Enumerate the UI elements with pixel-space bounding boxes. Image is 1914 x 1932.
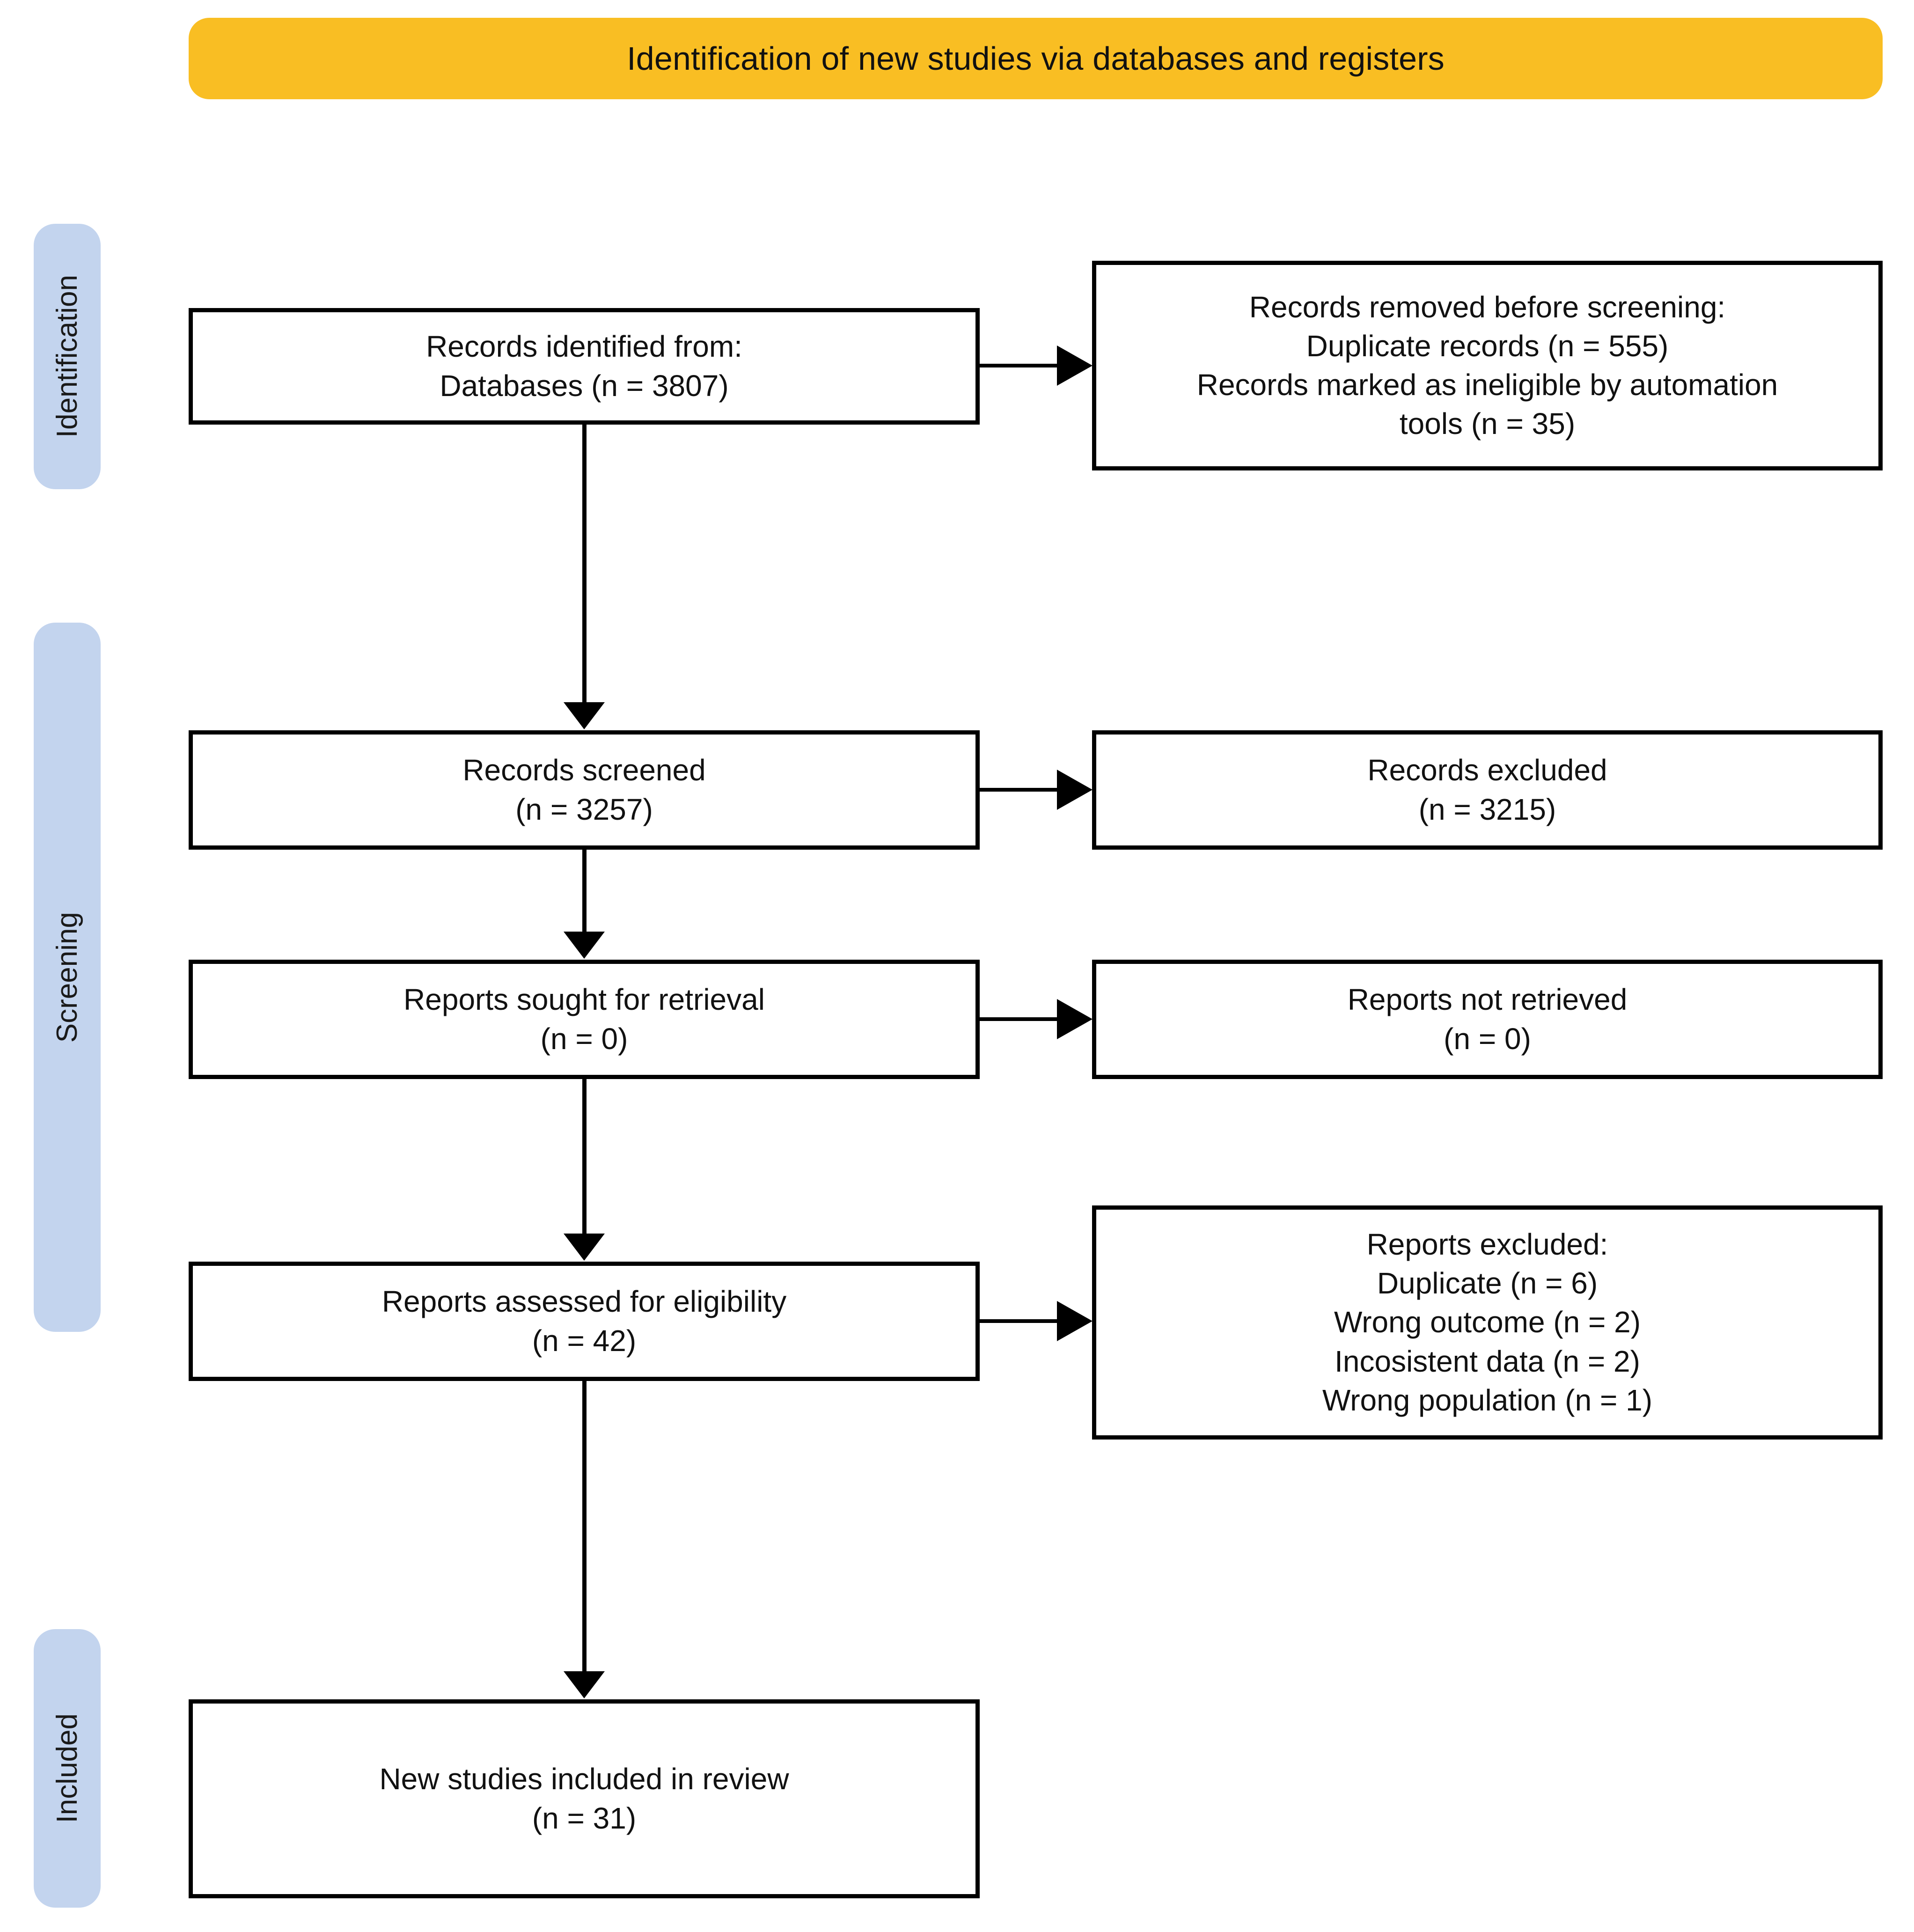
connector-screened-to-sought [582, 850, 587, 933]
box-records-removed-before-screening: Records removed before screening: Duplic… [1092, 261, 1883, 470]
box-line: Reports not retrieved [1347, 983, 1628, 1017]
stage-pill-screening: Screening [34, 623, 101, 1332]
box-records-identified: Records identified from: Databases (n = … [189, 308, 980, 425]
box-line: (n = 3257) [515, 792, 653, 826]
box-records-screened: Records screened (n = 3257) [189, 730, 980, 850]
stage-label-screening: Screening [51, 911, 83, 1043]
box-line: Duplicate (n = 6) [1377, 1266, 1598, 1300]
box-line: (n = 3215) [1418, 792, 1556, 826]
connector-sought-to-not-retrieved [980, 1017, 1062, 1021]
box-reports-sought-for-retrieval: Reports sought for retrieval (n = 0) [189, 960, 980, 1079]
stage-label-identification: Identification [51, 275, 83, 438]
box-line: Records removed before screening: [1249, 290, 1726, 324]
arrowhead-down-icon [564, 932, 605, 959]
connector-screened-to-excluded [980, 788, 1062, 792]
box-reports-assessed-for-eligibility: Reports assessed for eligibility (n = 42… [189, 1262, 980, 1381]
box-reports-not-retrieved: Reports not retrieved (n = 0) [1092, 960, 1883, 1079]
box-reports-excluded: Reports excluded: Duplicate (n = 6) Wron… [1092, 1205, 1883, 1440]
arrowhead-down-icon [564, 702, 605, 729]
box-line: (n = 0) [1444, 1021, 1531, 1056]
box-line: Records screened [462, 753, 706, 787]
box-records-excluded: Records excluded (n = 3215) [1092, 730, 1883, 850]
stage-label-included: Included [51, 1713, 83, 1823]
box-line: Records identified from: [426, 330, 742, 364]
box-line: (n = 31) [532, 1801, 637, 1835]
box-line: (n = 0) [540, 1021, 628, 1056]
box-line: Records excluded [1367, 753, 1607, 787]
box-line: Duplicate records (n = 555) [1306, 329, 1669, 363]
box-line: tools (n = 35) [1399, 407, 1576, 441]
box-line: (n = 42) [532, 1323, 637, 1358]
diagram-title: Identification of new studies via databa… [627, 40, 1445, 77]
box-line: Wrong outcome (n = 2) [1334, 1305, 1641, 1339]
connector-identified-to-screened [582, 425, 587, 703]
box-line: New studies included in review [379, 1762, 789, 1796]
diagram-header-banner: Identification of new studies via databa… [189, 18, 1883, 99]
arrowhead-down-icon [564, 1671, 605, 1698]
arrowhead-right-icon [1057, 770, 1093, 810]
connector-sought-to-assessed [582, 1079, 587, 1234]
box-line: Reports excluded: [1366, 1227, 1608, 1262]
box-line: Reports assessed for eligibility [381, 1285, 787, 1319]
arrowhead-down-icon [564, 1234, 605, 1261]
connector-assessed-to-included [582, 1381, 587, 1672]
stage-pill-included: Included [34, 1629, 101, 1908]
box-line: Reports sought for retrieval [403, 983, 765, 1017]
stage-pill-identification: Identification [34, 224, 101, 489]
box-line: Records marked as ineligible by automati… [1196, 368, 1778, 402]
box-line: Incosistent data (n = 2) [1335, 1344, 1640, 1378]
box-new-studies-included-in-review: New studies included in review (n = 31) [189, 1699, 980, 1898]
box-line: Databases (n = 3807) [440, 368, 729, 403]
connector-identified-to-removed [980, 364, 1062, 367]
box-line: Wrong population (n = 1) [1322, 1383, 1653, 1417]
connector-assessed-to-reports-excluded [980, 1319, 1062, 1323]
arrowhead-right-icon [1057, 1301, 1093, 1341]
arrowhead-right-icon [1057, 999, 1093, 1039]
arrowhead-right-icon [1057, 345, 1093, 386]
